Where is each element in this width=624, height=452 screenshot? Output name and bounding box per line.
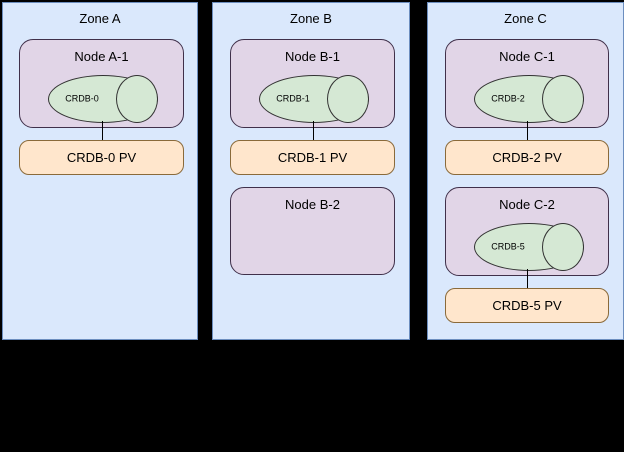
connector-node-b-1-to-pv xyxy=(313,121,314,141)
zone-container-a[interactable]: Zone A Node A-1 CRDB-0 CRDB-0 PV xyxy=(2,2,198,340)
pv-label-crdb-1: CRDB-1 PV xyxy=(277,149,348,165)
database-cylinder-crdb-1[interactable]: CRDB-1 xyxy=(259,75,369,123)
database-label-crdb-0: CRDB-0 xyxy=(65,93,99,104)
node-title-c-1: Node C-1 xyxy=(499,49,555,64)
database-cap-icon xyxy=(542,223,584,271)
pv-container-crdb-5[interactable]: CRDB-5 PV xyxy=(445,288,609,323)
node-container-c-1[interactable]: Node C-1 CRDB-2 xyxy=(445,39,609,128)
connector-node-a-1-to-pv xyxy=(102,121,103,141)
database-label-crdb-1: CRDB-1 xyxy=(276,93,310,104)
database-cap-icon xyxy=(116,75,158,123)
pv-label-crdb-2: CRDB-2 PV xyxy=(492,149,562,165)
pv-container-crdb-0[interactable]: CRDB-0 PV xyxy=(19,140,184,175)
zone-title-a: Zone A xyxy=(79,11,121,26)
node-container-a-1[interactable]: Node A-1 CRDB-0 xyxy=(19,39,184,128)
database-cylinder-crdb-2[interactable]: CRDB-2 xyxy=(474,75,584,123)
pv-container-crdb-1[interactable]: CRDB-1 PV xyxy=(230,140,395,175)
database-cylinder-crdb-5[interactable]: CRDB-5 xyxy=(474,223,584,271)
connector-node-c-1-to-pv xyxy=(527,121,528,141)
node-title-b-2: Node B-2 xyxy=(285,197,340,212)
node-container-b-2[interactable]: Node B-2 xyxy=(230,187,395,275)
database-cylinder-crdb-0[interactable]: CRDB-0 xyxy=(48,75,158,123)
pv-label-crdb-0: CRDB-0 PV xyxy=(66,149,137,165)
node-container-c-2[interactable]: Node C-2 CRDB-5 xyxy=(445,187,609,276)
database-label-crdb-5: CRDB-5 xyxy=(491,241,525,252)
database-cap-icon xyxy=(542,75,584,123)
node-container-b-1[interactable]: Node B-1 CRDB-1 xyxy=(230,39,395,128)
zone-title-b: Zone B xyxy=(290,11,332,26)
database-label-crdb-2: CRDB-2 xyxy=(491,93,525,104)
database-cap-icon xyxy=(327,75,369,123)
node-title-a-1: Node A-1 xyxy=(74,49,129,64)
zone-container-c[interactable]: Zone C Node C-1 CRDB-2 CRDB-2 PV Node C-… xyxy=(427,2,624,340)
zone-title-c: Zone C xyxy=(504,11,547,26)
zone-container-b[interactable]: Zone B Node B-1 CRDB-1 CRDB-1 PV Node B-… xyxy=(212,2,410,340)
connector-node-c-2-to-pv xyxy=(527,269,528,289)
node-title-b-1: Node B-1 xyxy=(285,49,340,64)
pv-label-crdb-5: CRDB-5 PV xyxy=(492,297,562,313)
pv-container-crdb-2[interactable]: CRDB-2 PV xyxy=(445,140,609,175)
node-title-c-2: Node C-2 xyxy=(499,197,555,212)
